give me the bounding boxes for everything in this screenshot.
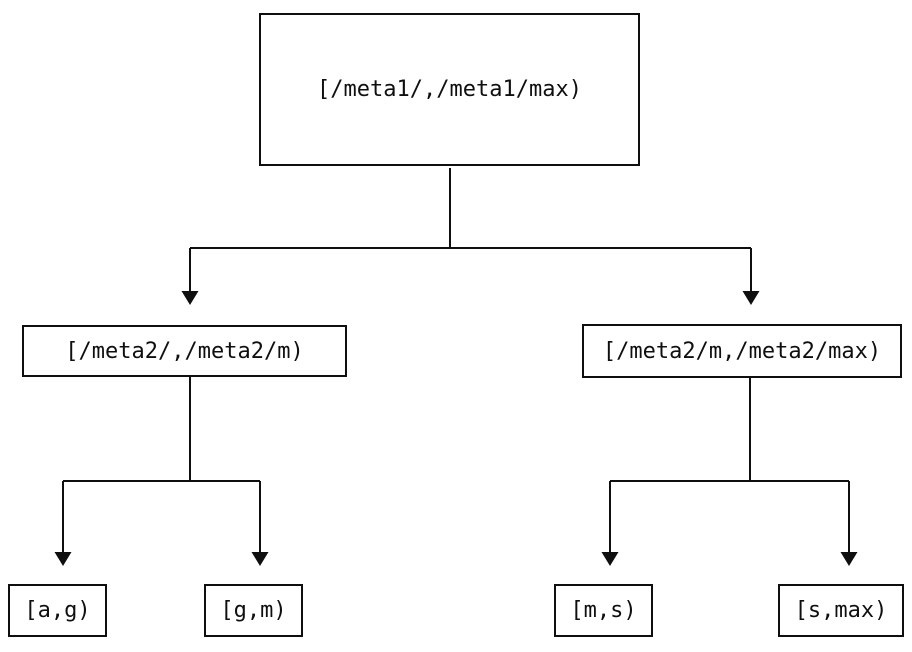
node-leaf-gm: [g,m): [204, 584, 303, 637]
arrowhead-down-icon: [54, 552, 72, 566]
node-leaf-gm-label: [g,m): [220, 598, 287, 623]
node-leaf-smax-label: [s,max): [794, 598, 888, 623]
node-mid-right-label: [/meta2/m,/meta2/max): [602, 338, 882, 364]
node-mid-left: [/meta2/,/meta2/m): [22, 325, 347, 377]
arrowhead-down-icon: [840, 552, 858, 566]
node-leaf-ms-label: [m,s): [570, 598, 637, 623]
node-root-label: [/meta1/,/meta1/max): [317, 77, 582, 102]
node-mid-left-label: [/meta2/,/meta2/m): [65, 338, 304, 364]
arrowhead-down-icon: [181, 291, 199, 305]
node-mid-right: [/meta2/m,/meta2/max): [582, 324, 902, 378]
arrowhead-down-icon: [251, 552, 269, 566]
arrowhead-down-icon: [742, 291, 760, 305]
node-leaf-ag: [a,g): [8, 584, 107, 637]
node-leaf-ms: [m,s): [554, 584, 653, 637]
arrowhead-down-icon: [601, 552, 619, 566]
node-leaf-smax: [s,max): [778, 584, 904, 637]
node-root: [/meta1/,/meta1/max): [259, 13, 640, 166]
node-leaf-ag-label: [a,g): [24, 598, 91, 623]
